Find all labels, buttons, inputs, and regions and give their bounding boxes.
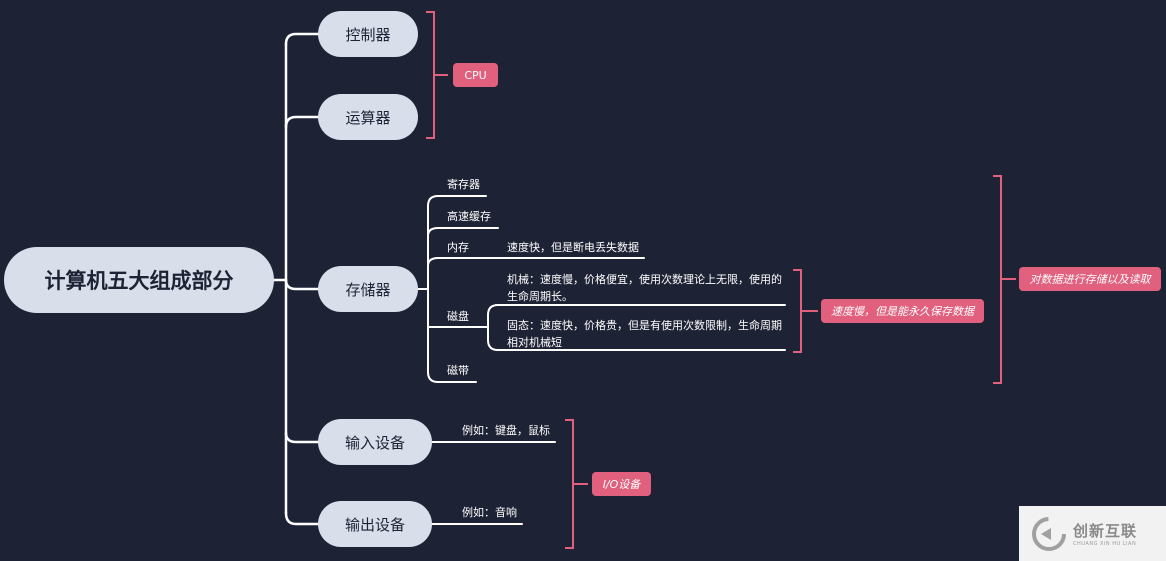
node-controller[interactable]: 控制器 xyxy=(318,11,418,57)
node-storage[interactable]: 存储器 xyxy=(318,266,418,312)
item-memory[interactable]: 内存 xyxy=(447,241,469,254)
swirl-logo-icon xyxy=(1032,516,1066,551)
tag-cpu[interactable]: CPU xyxy=(453,63,498,87)
item-memory-note[interactable]: 速度快，但是断电丢失数据 xyxy=(507,241,639,254)
disk-ssd-line1: 固态：速度快，价格贵，但是有使用次数限制，生命周期 xyxy=(507,319,782,332)
disk-mechanical-line2: 生命周期长。 xyxy=(507,290,573,303)
tag-disk-summary[interactable]: 速度慢，但是能永久保存数据 xyxy=(821,299,984,323)
item-cache[interactable]: 高速缓存 xyxy=(447,210,491,223)
watermark-name-en: CHUANG XIN HU LIAN xyxy=(1073,541,1137,547)
watermark-name-cn: 创新互联 xyxy=(1073,522,1138,540)
disk-ssd-line2: 相对机械短 xyxy=(507,336,562,349)
tag-storage-summary[interactable]: 对数据进行存储以及读取 xyxy=(1019,267,1161,291)
item-input-example[interactable]: 例如：键盘，鼠标 xyxy=(462,424,550,437)
disk-mechanical-line1: 机械：速度慢，价格便宜，使用次数理论上无限，使用的 xyxy=(507,273,782,286)
watermark-logo: 创新互联 CHUANG XIN HU LIAN xyxy=(1019,506,1166,561)
item-tape[interactable]: 磁带 xyxy=(447,364,469,377)
node-output-device[interactable]: 输出设备 xyxy=(318,501,432,547)
node-input-device[interactable]: 输入设备 xyxy=(318,419,432,465)
item-disk-ssd[interactable]: 固态：速度快，价格贵，但是有使用次数限制，生命周期 相对机械短 xyxy=(507,317,782,351)
node-alu[interactable]: 运算器 xyxy=(318,94,418,140)
tag-io[interactable]: I/O设备 xyxy=(592,472,651,496)
item-register[interactable]: 寄存器 xyxy=(447,178,480,191)
item-disk[interactable]: 磁盘 xyxy=(447,310,469,323)
root-node[interactable]: 计算机五大组成部分 xyxy=(4,247,274,313)
item-output-example[interactable]: 例如：音响 xyxy=(462,506,517,519)
item-disk-mechanical[interactable]: 机械：速度慢，价格便宜，使用次数理论上无限，使用的 生命周期长。 xyxy=(507,271,782,305)
